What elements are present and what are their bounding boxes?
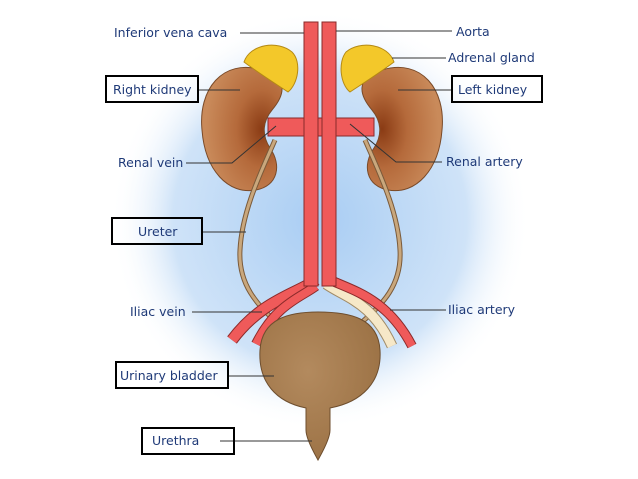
urethra-box [141, 427, 235, 455]
left-iliac-vein-fill [323, 280, 397, 348]
label-iliac-vein: Iliac vein [130, 304, 186, 319]
right-iliac-vessel-2-fill [252, 282, 319, 346]
leader-renal-vein [186, 125, 277, 164]
left-kidney-box [451, 75, 543, 103]
urinary-bladder-box [115, 361, 229, 389]
label-inferior-vena-cava: Inferior vena cava [114, 25, 227, 40]
right-ureter-inner [238, 139, 278, 324]
label-urethra: Urethra [152, 433, 199, 448]
right-kidney-box [105, 75, 199, 103]
label-urinary-bladder: Urinary bladder [120, 368, 218, 383]
right-adrenal-gland [243, 44, 299, 93]
label-renal-artery: Renal artery [446, 154, 523, 169]
label-aorta: Aorta [456, 24, 490, 39]
aorta-vessel [321, 21, 337, 287]
right-kidney [201, 67, 283, 192]
label-ureter: Ureter [138, 224, 178, 239]
label-renal-vein: Renal vein [118, 155, 183, 170]
label-left-kidney: Left kidney [458, 82, 528, 97]
left-adrenal-gland [340, 44, 395, 93]
leader-renal-artery [349, 123, 442, 163]
label-right-kidney: Right kidney [113, 82, 192, 97]
ureter-box [111, 217, 203, 245]
urinary-bladder [259, 311, 381, 462]
label-adrenal-gland: Adrenal gland [448, 50, 535, 65]
left-kidney [361, 67, 443, 192]
label-iliac-artery: Iliac artery [448, 302, 516, 317]
inferior-vena-cava-vessel [303, 21, 319, 287]
